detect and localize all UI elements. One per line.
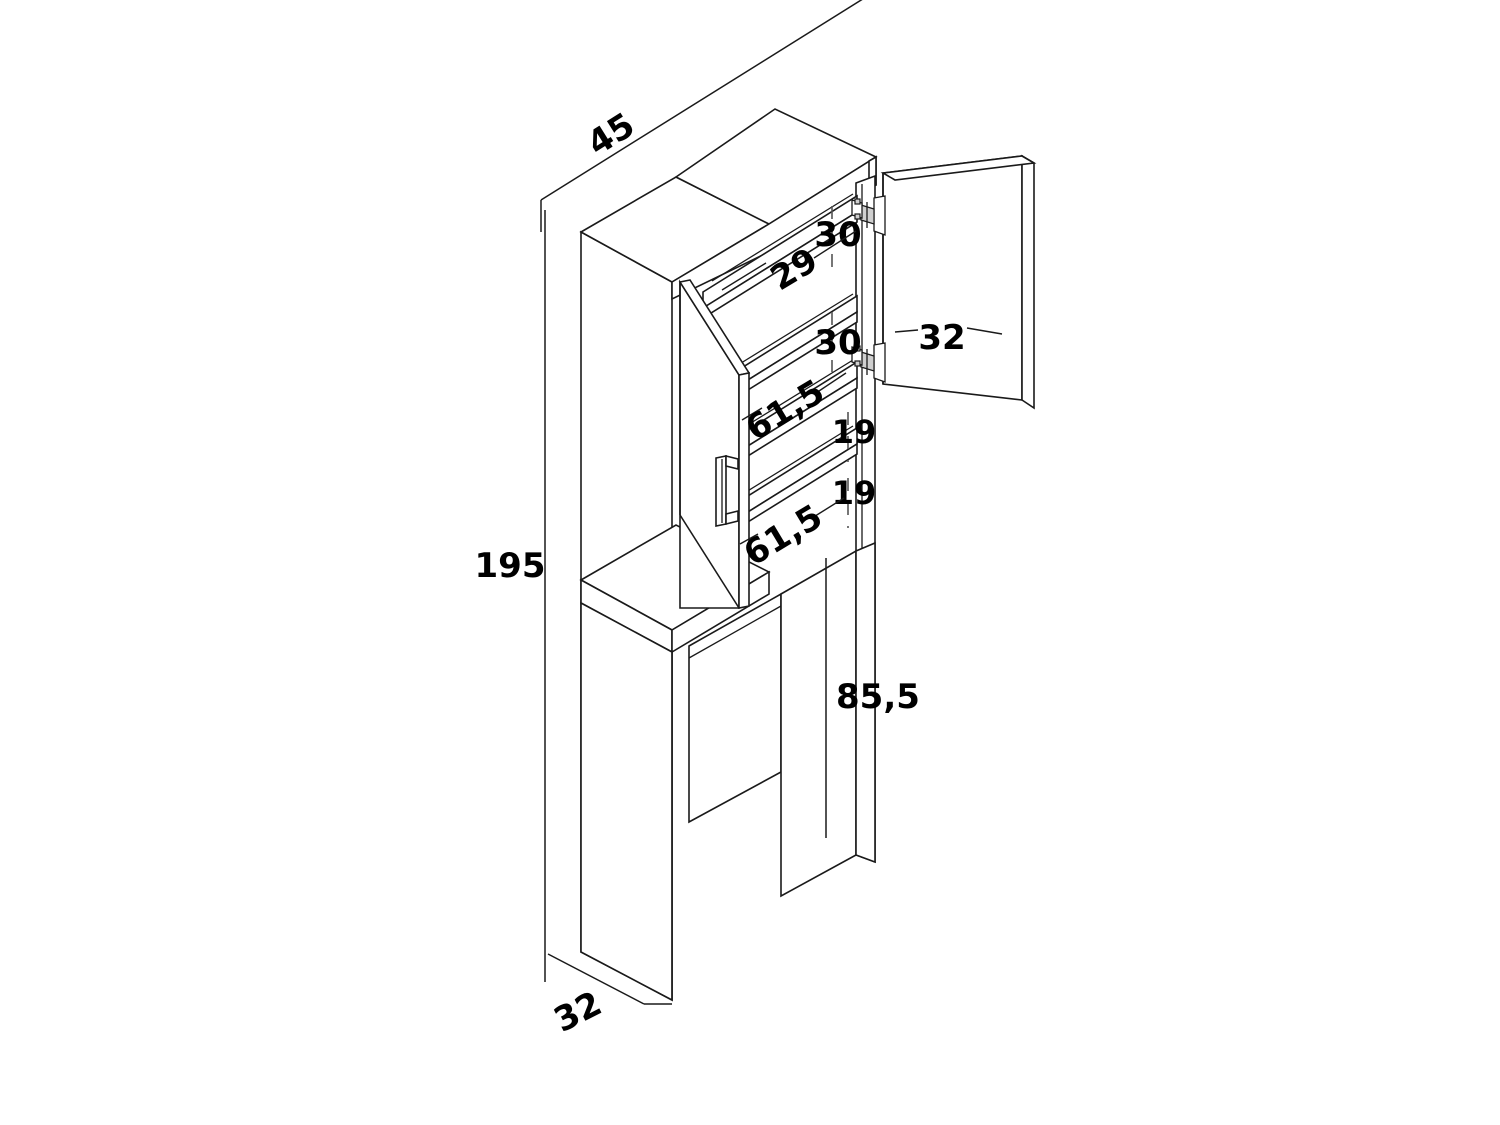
handle-mount-bottom[interactable] (725, 509, 739, 526)
right-door-top-band (880, 155, 1037, 181)
lead-615-lower-right (811, 497, 845, 519)
left-door-bottom-diagonal (679, 514, 740, 609)
hinge-upper-screw-a (854, 198, 861, 205)
right-door-open (880, 154, 1037, 410)
right-door-panel-face (882, 155, 1023, 401)
hinge-upper-plate (873, 195, 886, 236)
label-gap-30-top: 30 (814, 215, 861, 255)
label-gap-19-lower: 19 (832, 474, 877, 512)
hinge-lower-screw-b (854, 360, 861, 367)
dim-32-line (547, 953, 645, 1005)
right-door-right-edge (1021, 154, 1035, 410)
left-door-panel-face (679, 279, 740, 609)
dim-45-line (540, 0, 863, 201)
label-door-32: 32 (918, 318, 965, 358)
left-leg-outer-face (580, 601, 673, 1002)
lead-615-upper-right (815, 372, 847, 394)
right-leg-panel (780, 541, 876, 898)
rear-lower-panel (688, 592, 782, 824)
lead-29-left (721, 262, 767, 291)
label-open-bay-855: 85,5 (836, 677, 920, 717)
hinge-lower (851, 342, 886, 383)
dimension-height-195: 195 (475, 210, 546, 982)
hinge-upper-screw-b (854, 213, 861, 220)
label-gap-30-second: 30 (814, 323, 861, 363)
dimension-gap-30-top: 30 (814, 215, 861, 255)
label-gap-19-upper: 19 (832, 413, 877, 451)
hidden-center-lines (831, 206, 849, 528)
right-leg-edge-band (855, 541, 876, 864)
rear-lower-panel-edge (688, 605, 782, 659)
dimension-door-32: 32 (894, 318, 1003, 358)
hinge-lower-screw-a (854, 345, 861, 352)
dimension-gap-19-upper: 19 (832, 413, 877, 451)
lead-door-32-left (894, 329, 919, 333)
lead-615-lower-left (739, 533, 759, 545)
lead-29-right (813, 230, 857, 259)
dimension-gap-19-lower: 19 (832, 474, 877, 512)
hinge-upper (851, 195, 886, 236)
lead-door-32-right (966, 327, 1003, 335)
handle-bar[interactable] (715, 455, 727, 527)
left-door-handle[interactable] (715, 454, 739, 527)
left-door-leading-edge (738, 372, 750, 609)
hinge-lower-plate (873, 342, 886, 383)
dimension-open-bay-855: 85,5 (825, 558, 920, 838)
right-leg-face (780, 549, 857, 898)
left-door-open (678, 279, 751, 609)
dimension-gap-30-second: 30 (814, 323, 861, 363)
label-height-195: 195 (475, 546, 546, 586)
left-leg-panel (580, 601, 673, 1002)
shelf-1-rear-line (711, 193, 854, 282)
label-depth-32: 32 (548, 984, 608, 1041)
handle-mount-top[interactable] (725, 454, 739, 471)
label-width-45: 45 (581, 105, 642, 164)
lead-615-upper-left (741, 407, 763, 421)
